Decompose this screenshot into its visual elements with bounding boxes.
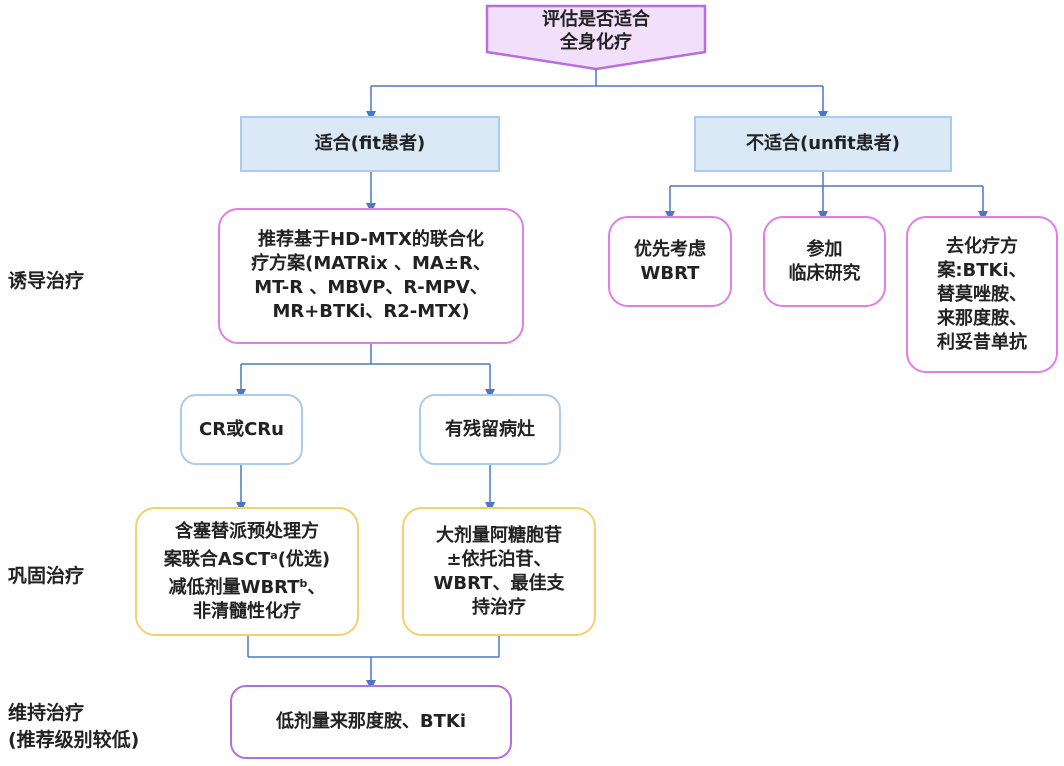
unfit-option-line: 参加 — [806, 238, 843, 260]
top-node-shape — [485, 4, 707, 71]
unfit-option-wbrt: 优先考虑 WBRT — [608, 216, 732, 307]
fit-node: 适合(fit患者) — [240, 116, 500, 172]
consolidation-residual-line: 持治疗 — [472, 596, 526, 618]
unfit-option-line: 利妥昔单抗 — [937, 331, 1027, 353]
unfit-label: 不适合(unfit患者) — [745, 133, 901, 154]
cr-node: CR或CRu — [180, 394, 303, 465]
footnote-b: b — [299, 576, 308, 590]
unfit-option-line: 来那度胺、 — [937, 307, 1027, 329]
consolidation-cr-line2-main: 案联合ASCT — [163, 548, 271, 570]
footnote-a: a — [270, 548, 278, 562]
unfit-option-line: 案:BTKi、 — [937, 259, 1027, 281]
stage-label-maintenance: 维持治疗 (推荐级别较低) — [8, 700, 139, 754]
stage-label-maintenance-line1: 维持治疗 — [8, 702, 85, 724]
connectors — [236, 69, 988, 690]
stage-label-consolidation: 巩固治疗 — [8, 565, 85, 587]
unfit-option-clinical-trial: 参加 临床研究 — [763, 216, 886, 307]
stage-label-induction: 诱导治疗 — [8, 270, 85, 292]
induction-line: MR+BTKi、R2-MTX) — [272, 301, 470, 322]
consolidation-cr-line3: 减低剂量WBRTb、 — [169, 572, 326, 600]
consolidation-residual-node: 大剂量阿糖胞苷 ±依托泊苷、 WBRT、最佳支 持治疗 — [402, 507, 596, 636]
residual-label: 有残留病灶 — [445, 418, 535, 440]
consolidation-cr-line1: 含塞替派预处理方 — [175, 520, 319, 542]
maintenance-label: 低剂量来那度胺、BTKi — [275, 711, 467, 732]
induction-line: 推荐基于HD-MTX的联合化 — [258, 229, 484, 250]
maintenance-node: 低剂量来那度胺、BTKi — [230, 685, 512, 759]
unfit-option-line: 临床研究 — [788, 262, 861, 284]
consolidation-cr-line4: 非清髓性化疗 — [193, 600, 301, 622]
cr-label: CR或CRu — [199, 418, 284, 440]
unfit-option-line: 去化疗方 — [946, 235, 1018, 257]
fit-label: 适合(fit患者) — [314, 133, 426, 154]
induction-regimen-node: 推荐基于HD-MTX的联合化 疗方案(MATRix 、MA±R、 MT-R 、M… — [218, 208, 524, 344]
top-node-line2: 全身化疗 — [560, 32, 632, 53]
induction-line: 疗方案(MATRix 、MA±R、 — [251, 253, 491, 274]
top-node: 评估是否适合 全身化疗 — [487, 6, 705, 56]
consolidation-cr-line2-tail: (优选) — [277, 548, 331, 570]
unfit-option-line: WBRT — [640, 262, 700, 284]
residual-disease-node: 有残留病灶 — [419, 394, 561, 465]
consolidation-residual-line: 大剂量阿糖胞苷 — [436, 524, 562, 546]
unfit-option-chemo-free: 去化疗方 案:BTKi、 替莫唑胺、 来那度胺、 利妥昔单抗 — [906, 216, 1058, 373]
top-node-line1: 评估是否适合 — [542, 9, 650, 30]
induction-line: MT-R 、MBVP、R-MPV、 — [254, 277, 488, 298]
consolidation-cr-line3-main: 减低剂量WBRT — [168, 576, 300, 598]
consolidation-residual-line: ±依托泊苷、 — [446, 548, 552, 570]
consolidation-cr-line3-tail: 、 — [307, 576, 326, 598]
unfit-node: 不适合(unfit患者) — [694, 116, 952, 172]
stage-label-maintenance-line2: (推荐级别较低) — [8, 729, 140, 751]
consolidation-cr-line2: 案联合ASCTa(优选) — [164, 544, 330, 572]
unfit-option-line: 替莫唑胺、 — [937, 283, 1027, 305]
consolidation-residual-line: WBRT、最佳支 — [433, 572, 565, 594]
consolidation-cr-node: 含塞替派预处理方 案联合ASCTa(优选) 减低剂量WBRTb、 非清髓性化疗 — [135, 507, 359, 636]
unfit-option-line: 优先考虑 — [634, 238, 706, 260]
